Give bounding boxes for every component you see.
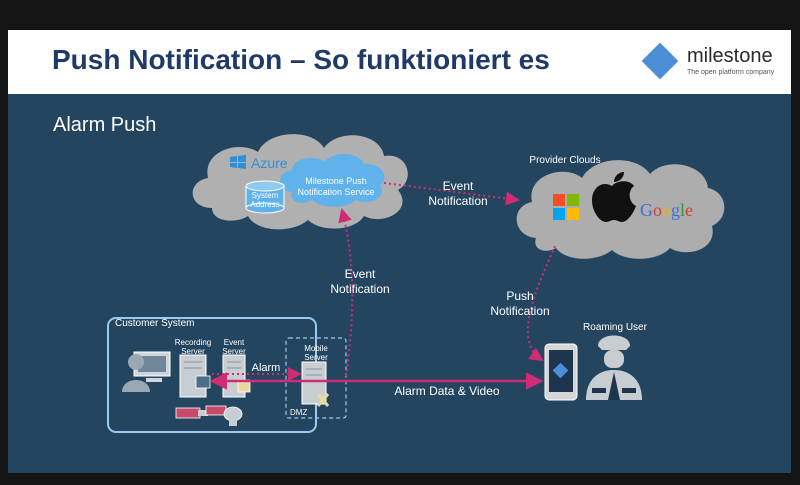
roaming-user-label: Roaming User	[583, 322, 647, 333]
recording-server-label: Recording Server	[174, 338, 212, 356]
google-letter: o	[653, 200, 662, 220]
event-server-label: Event Server	[222, 338, 246, 356]
milestone-logo: milestone The open platform company	[641, 42, 783, 84]
google-letter: G	[640, 200, 653, 220]
system-address-database	[245, 180, 285, 214]
roaming-user-icon	[586, 335, 642, 400]
push-service-label: Milestone Push Notification Service	[297, 176, 375, 197]
smartphone-icon	[544, 343, 578, 401]
alarm-data-video-label: Alarm Data & Video	[394, 384, 500, 398]
google-logo: Google	[640, 200, 693, 221]
diagram-area	[8, 94, 791, 473]
push-notification-label: Push Notification	[490, 289, 550, 318]
dmz-label: DMZ	[290, 408, 308, 417]
provider-clouds-label: Provider Clouds	[529, 155, 601, 166]
flow-arrows	[209, 182, 556, 390]
system-address-label: System Address	[250, 191, 280, 209]
azure-label: Azure	[251, 155, 288, 171]
push-service-cloud	[280, 153, 385, 207]
microsoft-logo-icon	[553, 194, 579, 220]
mobile-server-icon	[301, 361, 330, 407]
event-notification-lower-label: Event Notification	[330, 267, 390, 296]
camera-icons	[175, 405, 243, 426]
event-notification-upper-label: Event Notification	[428, 179, 488, 208]
google-letter: e	[685, 200, 694, 220]
recording-server-icon	[179, 354, 211, 398]
logo-name: milestone	[687, 45, 773, 67]
google-letter: g	[671, 200, 680, 220]
apple-logo-icon	[592, 172, 636, 222]
azure-windows-icon	[230, 155, 246, 169]
mobile-server-label: Mobile Server	[304, 344, 328, 362]
page-title: Push Notification – So funktioniert es	[52, 44, 550, 75]
customer-system-label: Customer System	[115, 318, 195, 329]
alarm-label: Alarm	[251, 362, 281, 374]
logo-tagline: The open platform company	[687, 69, 775, 76]
operator-workstation-icon	[122, 351, 171, 392]
google-letter: l	[680, 200, 686, 220]
section-title: Alarm Push	[53, 114, 157, 136]
google-letter: o	[662, 200, 671, 220]
